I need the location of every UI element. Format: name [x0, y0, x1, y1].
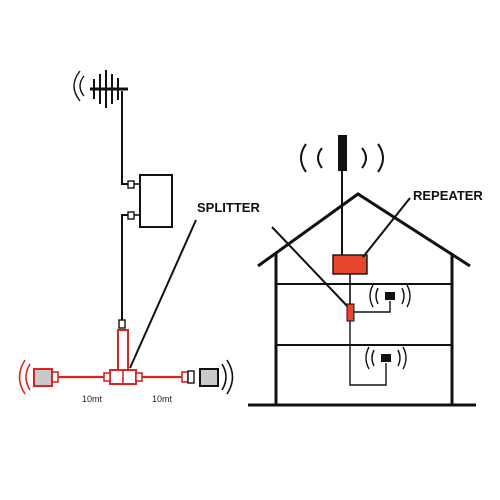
repeater-unit: [332, 254, 368, 275]
feed-cable: [121, 214, 128, 320]
amplifier-box: [127, 174, 173, 228]
house-roof: [257, 192, 471, 268]
house-diagram: REPEATER: [248, 135, 483, 407]
yagi-antenna-icon: [73, 70, 128, 108]
cable-lower-antenna: [349, 321, 387, 386]
splitter-house-pointer: [271, 226, 351, 310]
repeater-pointer: [362, 197, 411, 258]
repeater-label: REPEATER: [413, 188, 483, 203]
left-schematic: 10mt 10mt SPLITTER: [18, 70, 260, 404]
splitter-pointer: [129, 219, 197, 369]
connector: [118, 319, 126, 329]
rooftop-antenna-icon: [300, 135, 384, 255]
indoor-antenna-icon: [369, 284, 411, 308]
cable-upper-antenna: [354, 301, 391, 313]
indoor-antenna-icon: [18, 359, 53, 395]
indoor-antenna-icon: [187, 359, 234, 395]
antenna-cable: [121, 91, 128, 185]
splitter-assembly: [103, 329, 143, 385]
indoor-antenna-icon: [365, 346, 407, 370]
splitter-label: SPLITTER: [197, 200, 260, 215]
distance-label-right: 10mt: [152, 394, 173, 404]
distance-label-left: 10mt: [82, 394, 103, 404]
splitter-unit-house: [346, 303, 355, 322]
